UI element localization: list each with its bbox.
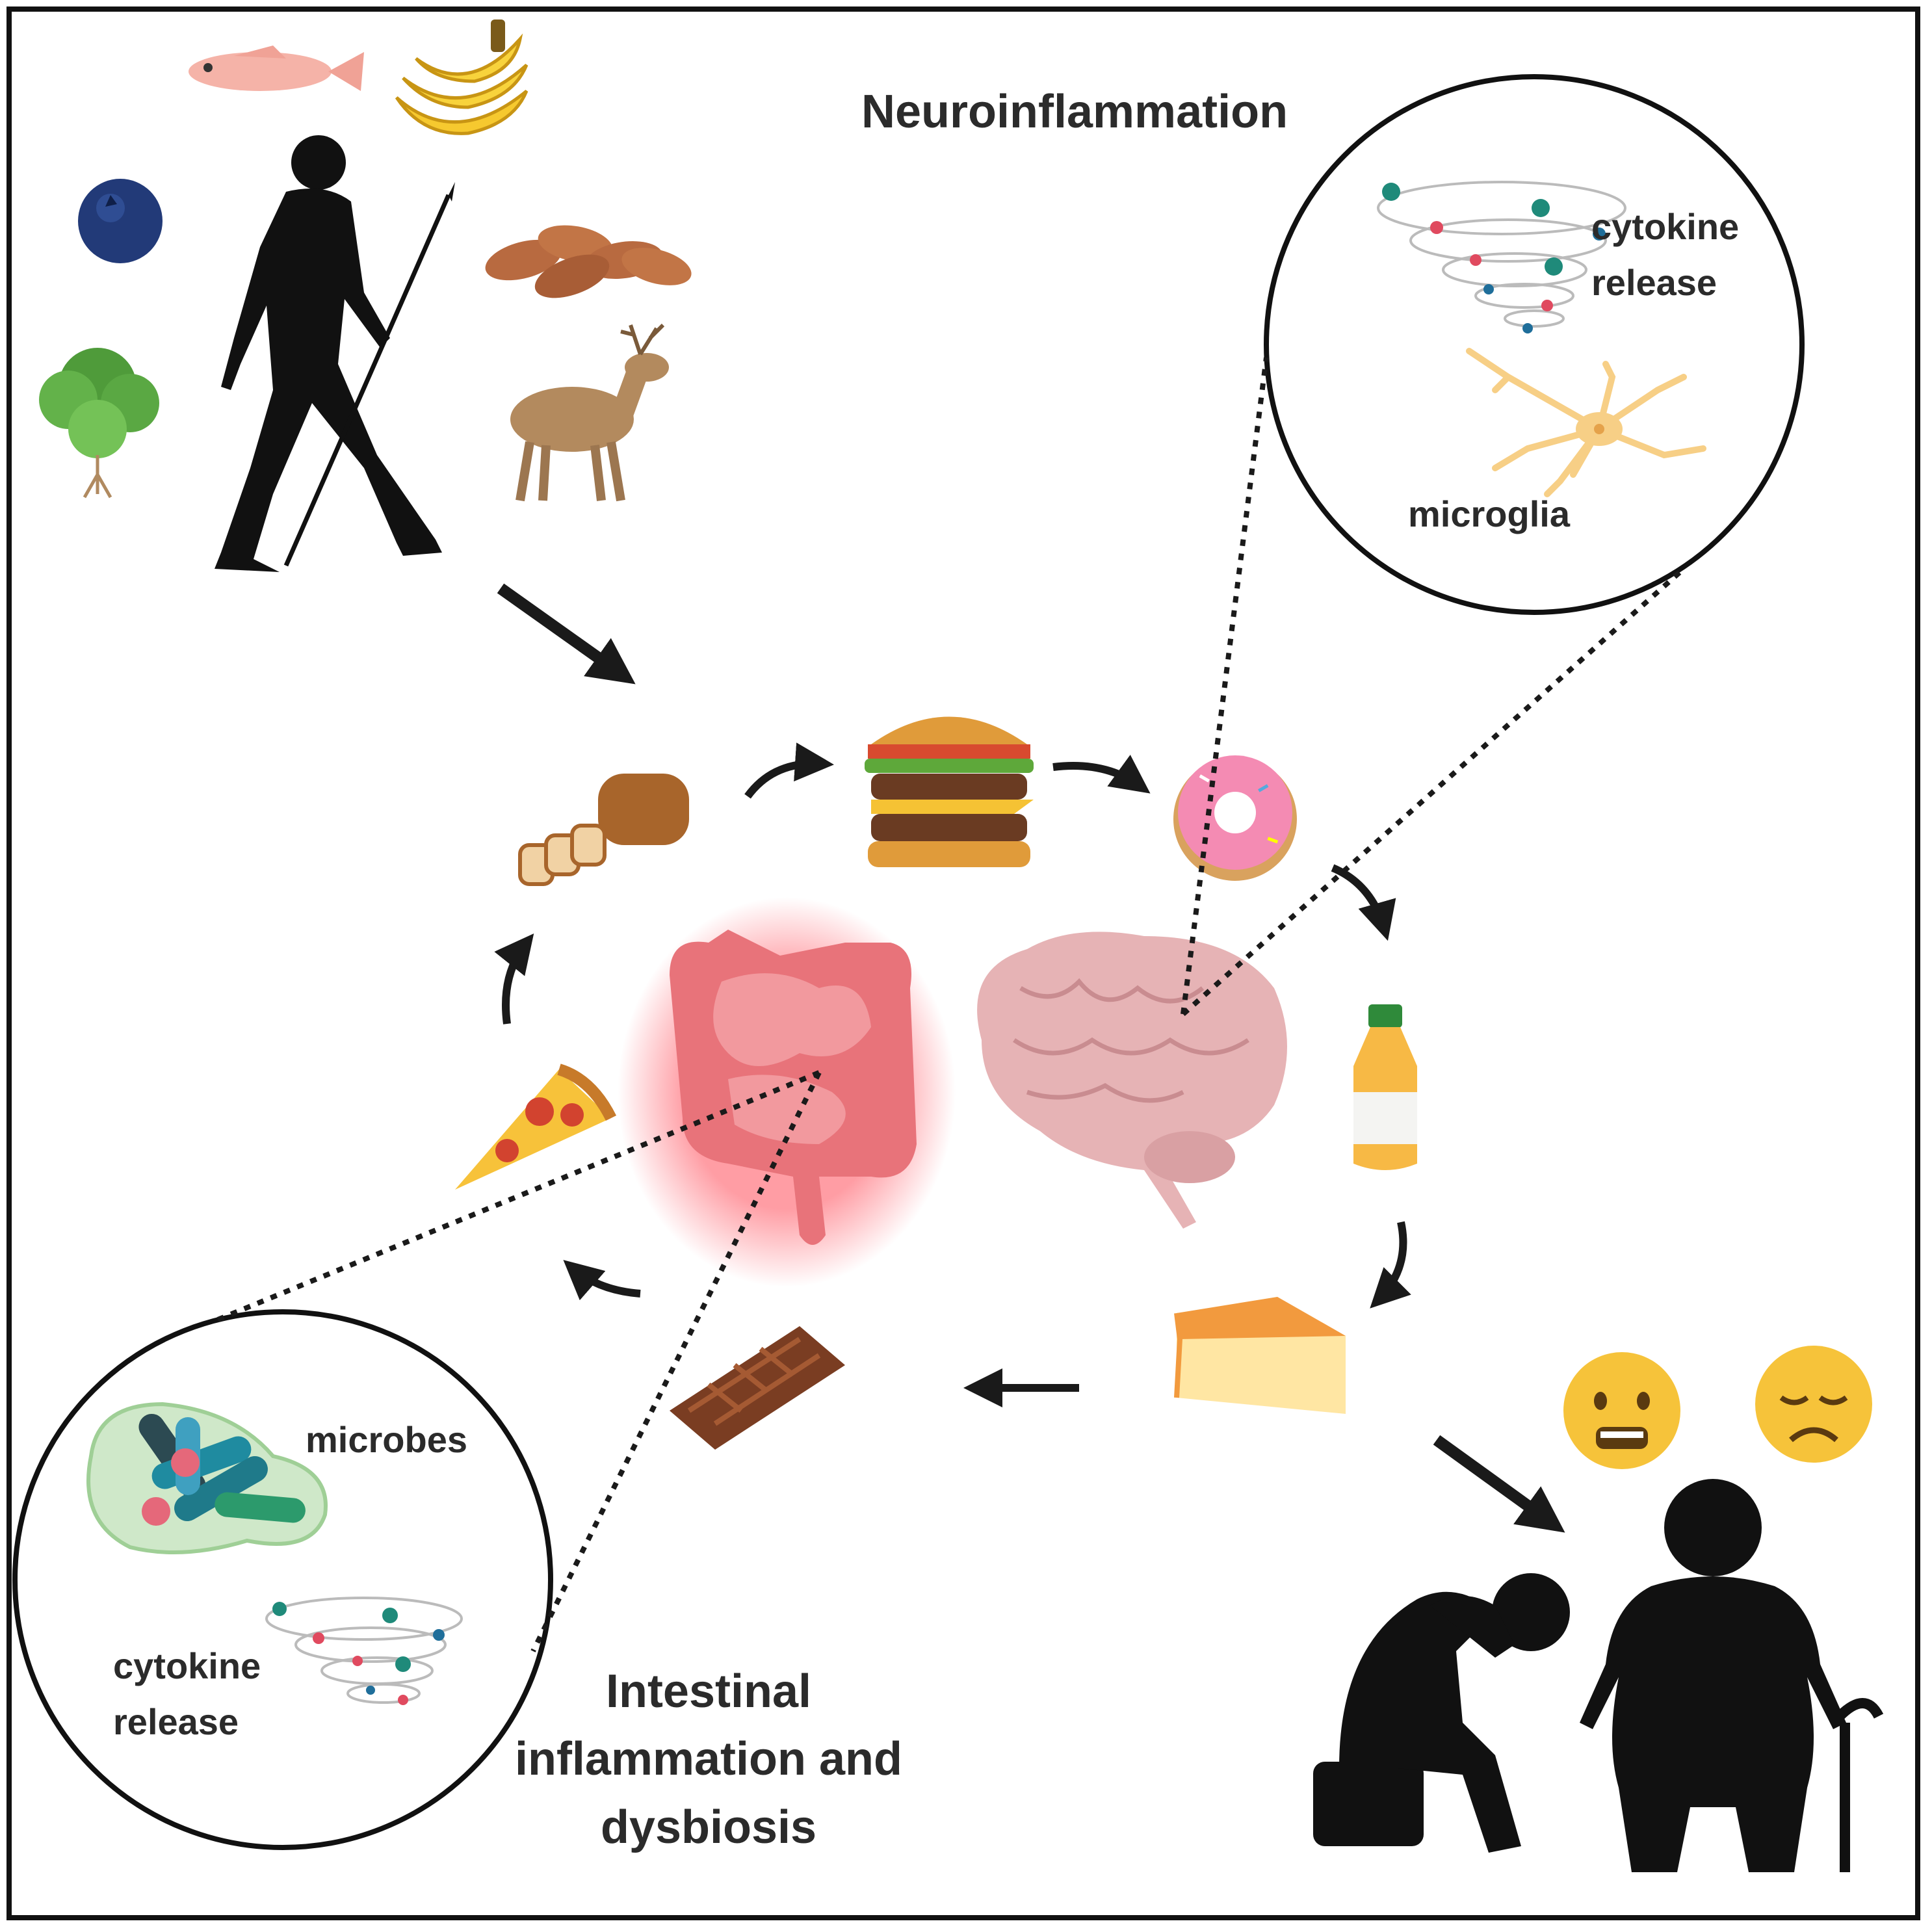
microglia-label: microglia	[1408, 493, 1570, 534]
burger-icon	[865, 716, 1034, 867]
microglia-icon	[1466, 348, 1706, 497]
cytokine-label-bottom: cytokine	[113, 1645, 261, 1686]
intestinal-inflammation-title: Intestinal inflammation and dysbiosis	[514, 1665, 903, 1853]
microbes-label: microbes	[306, 1419, 467, 1460]
zoom-circle-brain	[1264, 74, 1805, 615]
arrow-to-outcomes	[1433, 1435, 1565, 1533]
fish-icon	[189, 46, 364, 91]
microbes-icon	[86, 1402, 328, 1554]
zoom-circle-gut	[12, 1309, 553, 1850]
banana-icon	[395, 20, 529, 135]
donut-icon	[1173, 755, 1297, 881]
lettuce-icon	[39, 348, 159, 499]
cytokine-swirl-icon	[265, 1597, 463, 1705]
release-label-top: release	[1591, 262, 1717, 303]
cheese-icon	[1174, 1297, 1346, 1414]
release-label-bottom: release	[113, 1701, 239, 1742]
neuroinflammation-title: Neuroinflammation	[861, 86, 1288, 138]
chocolate-icon	[670, 1326, 845, 1450]
hunter-silhouette-icon	[215, 135, 455, 572]
sad-face-icon	[1755, 1346, 1872, 1463]
juice-bottle-icon	[1353, 1004, 1417, 1170]
depressed-person-icon	[1313, 1573, 1570, 1853]
deer-icon	[510, 323, 669, 502]
dotted-connectors	[216, 357, 1686, 1652]
cytokine-swirl-icon	[1377, 181, 1626, 333]
bread-icon	[518, 774, 689, 886]
cytokine-label-top: cytokine	[1591, 206, 1740, 247]
pizza-icon	[455, 1064, 617, 1190]
cycle-arrows	[494, 742, 1411, 1407]
intestine-icon	[618, 897, 956, 1287]
arrow-paleo-to-western	[497, 583, 636, 685]
almonds-icon	[485, 225, 692, 298]
blueberry-icon	[78, 179, 163, 263]
anxious-face-icon	[1563, 1352, 1680, 1469]
brain-icon	[977, 932, 1287, 1229]
obese-elderly-person-icon	[1580, 1479, 1884, 1872]
